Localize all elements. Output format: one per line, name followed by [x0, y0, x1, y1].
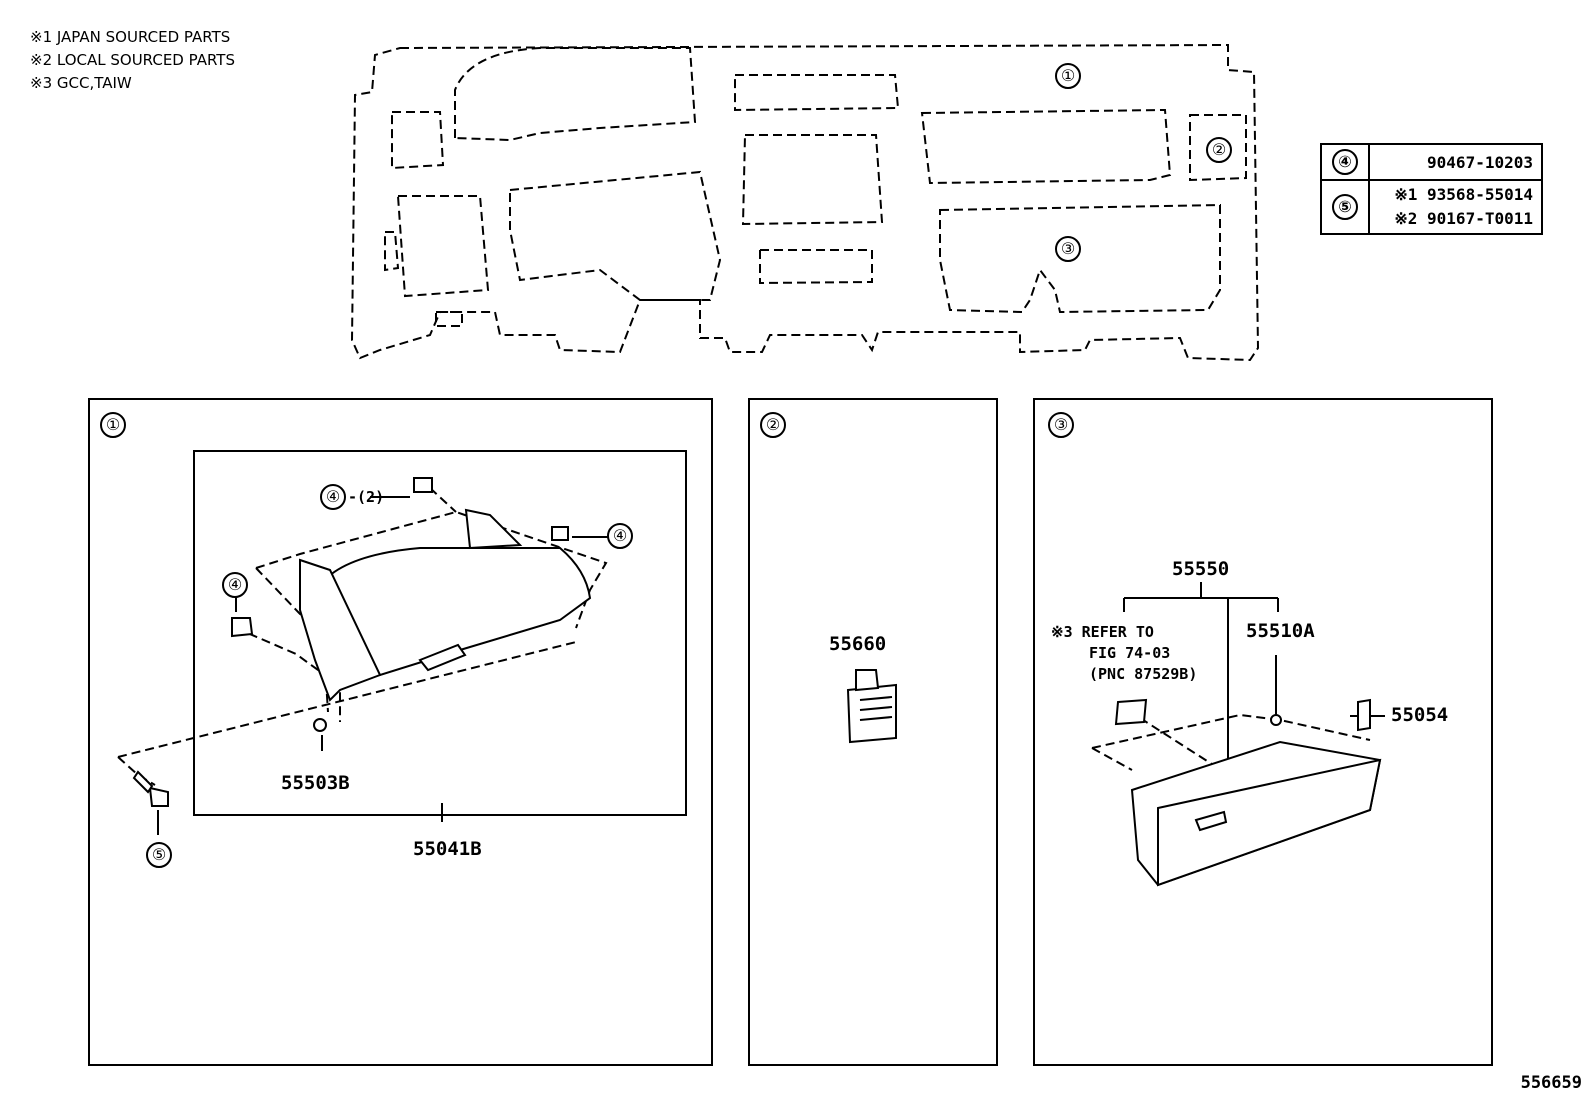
screw-5-shank: [132, 770, 154, 794]
part-55660[interactable]: 55660: [829, 633, 887, 655]
screw-5: [148, 786, 169, 807]
glove-box-lid-3: [1157, 758, 1382, 887]
left-vent: [391, 111, 445, 170]
glove-box-handle-3: [1194, 810, 1228, 832]
dashboard-outline: [350, 43, 1260, 362]
detail-panel-1: [88, 398, 713, 1066]
callout-4-left[interactable]: ④: [222, 572, 248, 598]
center-display: [734, 74, 900, 112]
note-local-sourced: ※2 LOCAL SOURCED PARTS: [30, 51, 235, 69]
panel3-index: ③: [1048, 412, 1074, 438]
clip-4-right: [551, 526, 569, 541]
part-55550[interactable]: 55550: [1172, 558, 1230, 580]
glove-box-body-1: [316, 547, 592, 677]
stopper-55054: [1357, 698, 1371, 732]
panel1-index: ①: [100, 412, 126, 438]
part-reference-table: ④ 90467-10203 ⑤ ※1 93568-55014 ※2 90167-…: [1320, 143, 1543, 235]
detail-panel-2: [748, 398, 998, 1066]
refer-line-3: (PNC 87529B): [1089, 665, 1198, 683]
note-japan-sourced: ※1 JAPAN SOURCED PARTS: [30, 28, 231, 46]
callout-4-right[interactable]: ④: [607, 523, 633, 549]
part-55054[interactable]: 55054: [1391, 704, 1449, 726]
refer-note: ※3 REFER TO FIG 74-03 (PNC 87529B): [1051, 622, 1197, 685]
part-55503B[interactable]: 55503B: [281, 772, 350, 794]
clip-4-top: [413, 477, 433, 493]
left-small-opening: [435, 311, 463, 327]
callout-5[interactable]: ⑤: [146, 842, 172, 868]
overview-callout-2[interactable]: ②: [1206, 137, 1232, 163]
cluster-hood: [454, 47, 697, 142]
radio-opening: [759, 249, 873, 285]
refer-line-1: ※3 REFER TO: [1051, 623, 1154, 641]
right-upper-panel: [920, 108, 1172, 185]
diagram-id: 556659: [1520, 1073, 1582, 1093]
qty-4-top: -(2): [348, 488, 385, 506]
panel1-dash-1: [255, 510, 608, 629]
callout-4-top[interactable]: ④: [320, 484, 346, 510]
panel2-index: ②: [760, 412, 786, 438]
screw-55503B: [313, 718, 327, 732]
damper-55510A: [1270, 714, 1282, 726]
part-55041B[interactable]: 55041B: [413, 838, 482, 860]
panel3-dash-1: [1091, 713, 1371, 749]
assembly-box-55041B: [193, 450, 687, 816]
panel3-dash-2: [1091, 747, 1133, 771]
ref-part-90167[interactable]: ※2 90167-T0011: [1394, 209, 1533, 228]
detail-panel-3: [1033, 398, 1493, 1066]
left-knee: [384, 231, 400, 272]
glove-box-side-1: [299, 558, 382, 702]
ref-part-93568[interactable]: ※1 93568-55014: [1394, 185, 1533, 204]
hinge-arm-1: [464, 508, 523, 550]
steering-column-area: [509, 170, 722, 301]
panel1-dash-6: [117, 756, 156, 786]
left-lower-panel: [396, 195, 490, 298]
panel1-dash-2: [429, 487, 457, 513]
glove-box-handle-1: [418, 643, 467, 672]
clip-4-left: [231, 617, 254, 638]
right-vent: [1189, 114, 1247, 182]
overview-callout-1[interactable]: ①: [1055, 63, 1081, 89]
ref-part-90467[interactable]: 90467-10203: [1427, 152, 1533, 172]
part-55510A[interactable]: 55510A: [1246, 620, 1315, 642]
overview-callout-3[interactable]: ③: [1055, 236, 1081, 262]
glovebox-area: [939, 203, 1221, 314]
ref-key-4: ④: [1332, 149, 1358, 175]
center-stack: [741, 134, 884, 226]
label-plate: [1114, 698, 1148, 726]
refer-line-2[interactable]: FIG 74-03: [1089, 644, 1171, 662]
ref-row-5: ⑤ ※1 93568-55014 ※2 90167-T0011: [1320, 179, 1543, 235]
note-gcc-taiw: ※3 GCC,TAIW: [30, 74, 132, 92]
ref-row-4: ④ 90467-10203: [1320, 143, 1543, 181]
ref-key-5: ⑤: [1332, 194, 1358, 220]
